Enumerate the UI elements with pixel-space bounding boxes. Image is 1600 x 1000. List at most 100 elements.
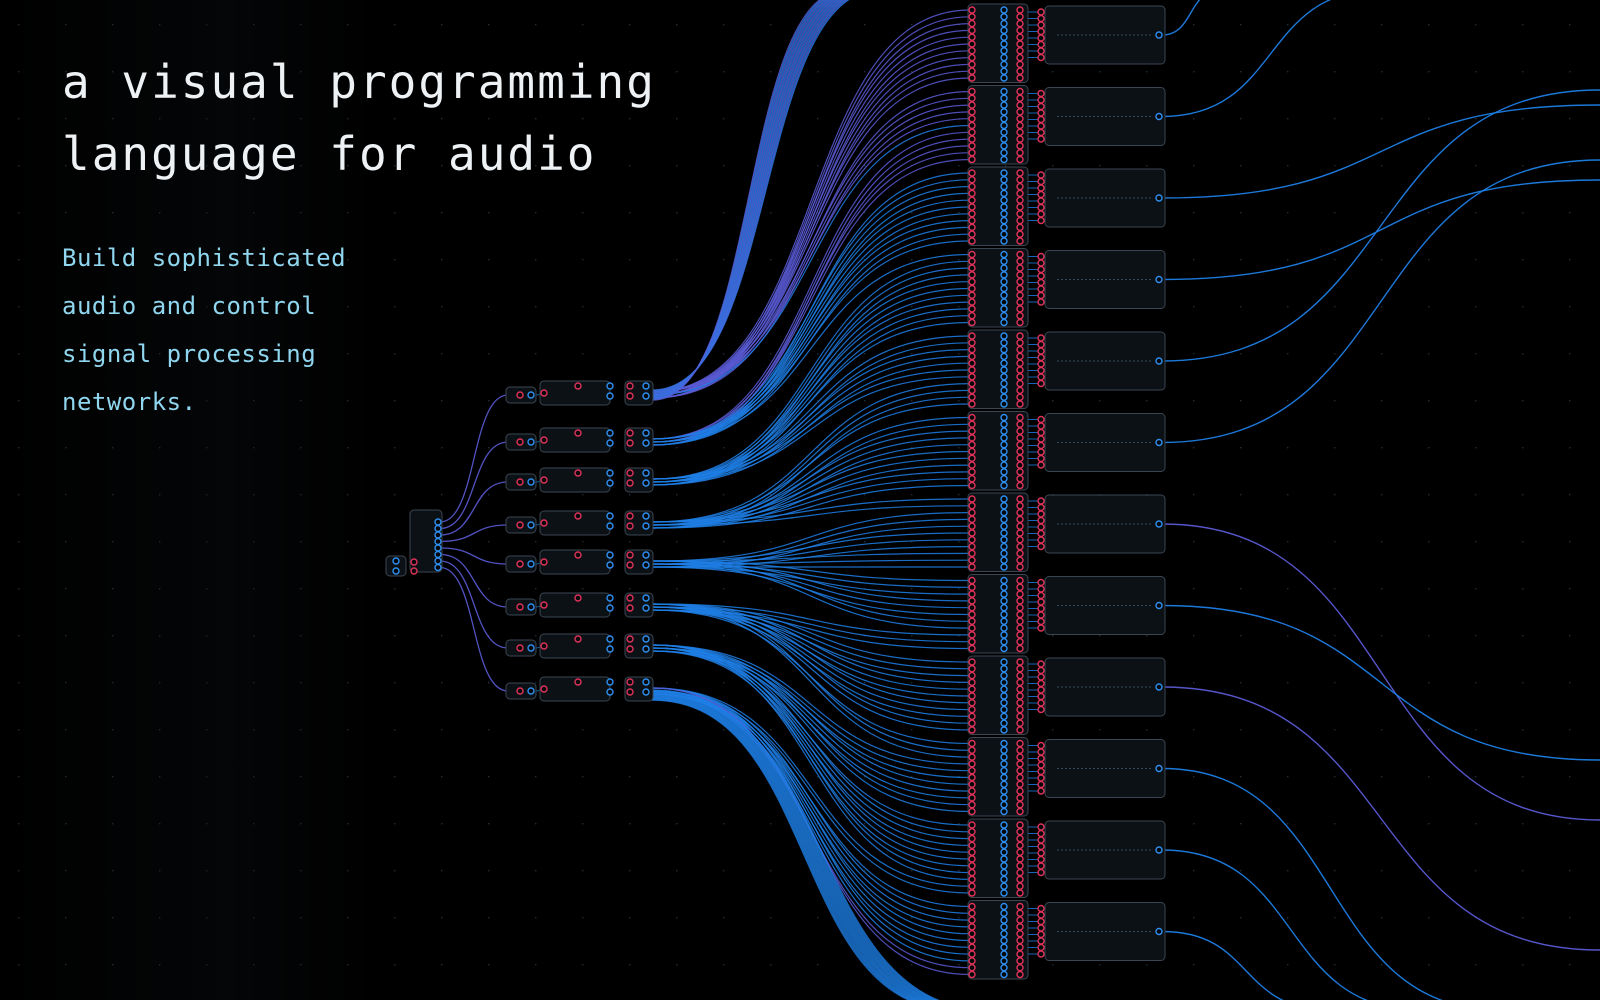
output-port [642,645,650,653]
output-port [1000,461,1008,469]
fan-cable [651,563,971,629]
output-port [1000,868,1008,877]
output-port [606,429,614,437]
input-port [1016,834,1024,843]
input-port [1037,34,1045,42]
input-port [1016,563,1024,571]
input-port [574,635,582,643]
output-cable [1161,523,1600,821]
output-port [1000,855,1008,863]
fan-cable [651,383,971,523]
fan-cable [651,281,971,480]
fan-cable [651,687,971,935]
input-port [1037,115,1045,124]
output-port [1000,481,1008,490]
input-port [968,155,976,164]
output-port [642,439,650,447]
output-port [527,603,535,611]
input-port [1016,699,1024,707]
output-port [1000,875,1008,884]
output-port [1000,441,1008,449]
output-port [1000,834,1008,843]
input-port [1037,904,1045,913]
input-port [1037,171,1045,179]
input-port [1016,19,1024,28]
input-port [1016,950,1024,958]
input-port [1016,964,1024,972]
input-port [968,67,976,75]
output-port [1000,271,1008,279]
input-port [968,868,976,877]
input-port [1037,53,1045,62]
input-port [1016,542,1024,551]
input-port [968,135,976,143]
column-block [967,900,1029,980]
input-port [968,556,976,564]
input-port [1037,542,1045,551]
output-port [1000,705,1008,714]
input-port [1037,754,1045,763]
column-block [967,411,1029,491]
output-port [1000,413,1008,422]
input-port [1037,611,1045,619]
fan-cable [651,603,971,636]
input-port [574,594,582,602]
output-port [642,522,650,530]
input-port [1016,318,1024,327]
input-port [1016,787,1024,795]
input-port [968,121,976,130]
output-port [1000,773,1008,782]
input-port [968,189,976,198]
input-port [968,94,976,103]
input-port [574,678,582,686]
input-port [1037,591,1045,600]
column-block [967,737,1029,817]
output-port [1000,726,1008,734]
input-port [1016,665,1024,673]
output-cable [1161,686,1600,951]
root-cable [439,441,509,530]
nodes-layer [385,3,1166,980]
input-port [1016,957,1024,965]
input-port [626,429,634,437]
output-port [1000,33,1008,41]
input-port [968,644,976,653]
output-port [1000,359,1008,367]
fan-cable [651,693,930,1000]
input-port [1016,821,1024,829]
output-port [1000,712,1008,721]
input-port [1016,862,1024,870]
input-port [968,495,976,503]
input-port [516,687,524,695]
output-port [642,561,650,569]
fan-cable [651,376,971,483]
input-port [1037,122,1045,130]
output-port [1000,373,1008,381]
input-port [968,196,976,204]
input-port [968,291,976,299]
output-port [434,544,442,552]
input-port [1037,943,1045,952]
input-port [968,461,976,469]
output-port [1000,590,1008,598]
input-port [1037,842,1045,851]
fan-cable [651,606,971,758]
output-port [392,557,400,565]
input-port [1016,413,1024,422]
root-cable [439,553,509,608]
input-port [1037,823,1045,831]
input-port [1016,176,1024,184]
input-port [1037,285,1045,293]
output-port [1155,112,1163,121]
input-port [1016,536,1024,544]
input-port [1016,216,1024,225]
input-port [1016,726,1024,734]
input-port [968,203,976,211]
output-port [1000,923,1008,931]
output-port [1000,318,1008,327]
hero-subtitle: Build sophisticated audio and control si… [62,244,347,416]
output-port [1155,275,1163,284]
output-port [1000,400,1008,408]
output-port [1000,665,1008,673]
input-port [968,223,976,232]
